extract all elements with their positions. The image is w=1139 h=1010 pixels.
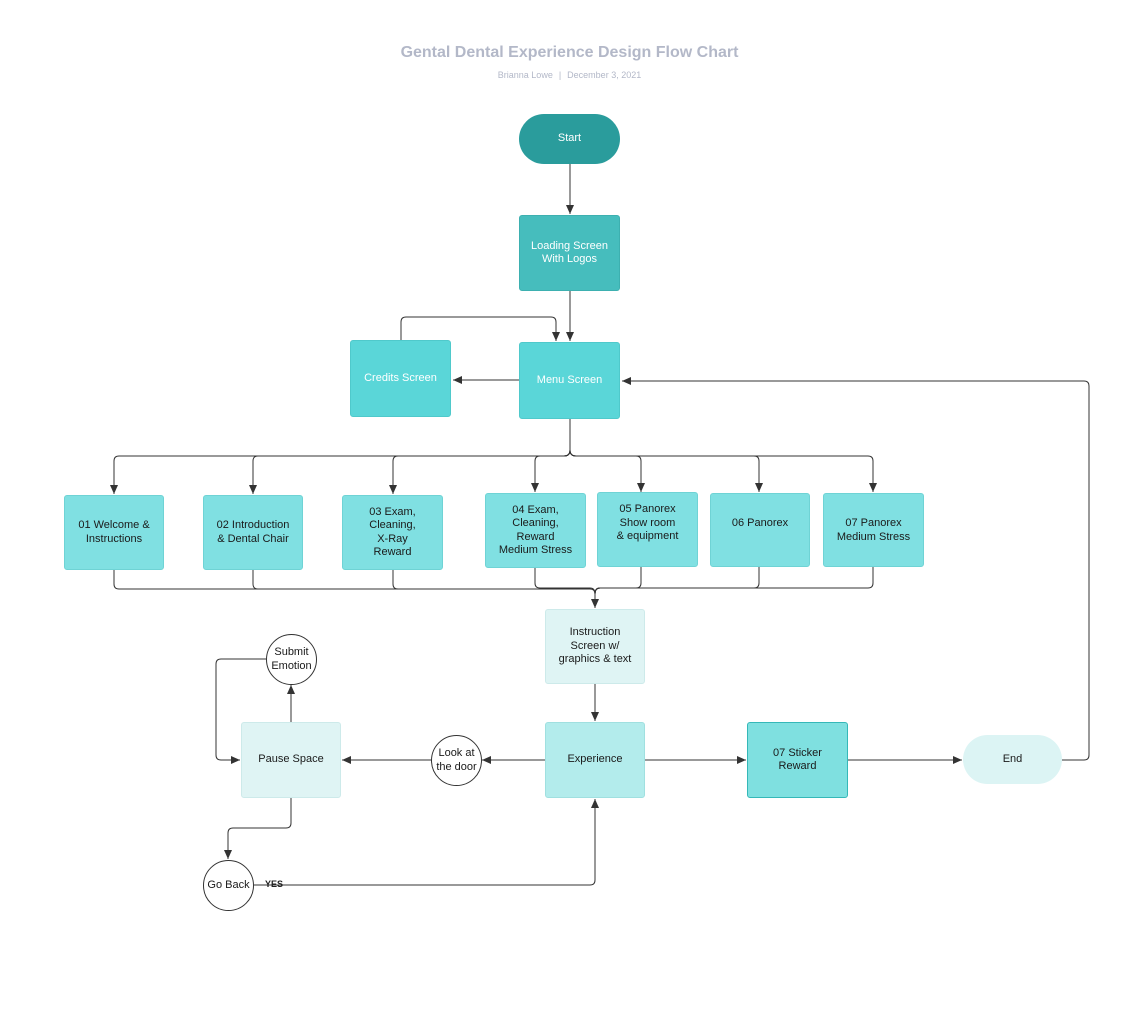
date: December 3, 2021 [567, 70, 642, 80]
page-title: Gental Dental Experience Design Flow Cha… [400, 44, 739, 61]
edge-credits-menu [400, 316, 560, 341]
node-menu-screen[interactable]: Menu Screen [519, 342, 620, 419]
edge-menu-07 [569, 449, 877, 492]
node-submit-emotion[interactable]: Submit Emotion [266, 634, 317, 685]
author: Brianna Lowe [497, 70, 553, 80]
node-credits-screen[interactable]: Credits Screen [350, 340, 451, 417]
page-subtitle: Brianna Lowe | December 3, 2021 [0, 70, 1139, 80]
node-scenario-05[interactable]: 05 Panorex Show room & equipment [597, 492, 698, 567]
node-scenario-07[interactable]: 07 Panorex Medium Stress [823, 493, 924, 567]
node-go-back[interactable]: Go Back [203, 860, 254, 911]
edge-submit-pause [215, 658, 266, 764]
node-start[interactable]: Start [519, 114, 620, 164]
node-pause-space[interactable]: Pause Space [241, 722, 341, 798]
node-end[interactable]: End [963, 735, 1062, 784]
subtitle-separator: | [558, 70, 562, 80]
node-look-at-door[interactable]: Look at the door [431, 735, 482, 786]
node-scenario-01[interactable]: 01 Welcome & Instructions [64, 495, 164, 570]
node-experience[interactable]: Experience [545, 722, 645, 798]
edge-menu-03 [389, 449, 571, 494]
edge-menu-02 [249, 449, 571, 494]
edge-label-yes: YES [265, 879, 284, 889]
edge-goback-experience [254, 799, 599, 886]
node-scenario-04[interactable]: 04 Exam, Cleaning, Reward Medium Stress [485, 493, 586, 568]
node-instruction-screen[interactable]: Instruction Screen w/ graphics & text [545, 609, 645, 684]
edge-end-menu [622, 377, 1090, 761]
edge-menu-04 [531, 449, 571, 492]
edge-pause-goback [224, 798, 292, 859]
node-scenario-02[interactable]: 02 Introduction & Dental Chair [203, 495, 303, 570]
node-sticker-reward[interactable]: 07 Sticker Reward [747, 722, 848, 798]
node-scenario-06[interactable]: 06 Panorex [710, 493, 810, 567]
node-scenario-03[interactable]: 03 Exam, Cleaning, X-Ray Reward [342, 495, 443, 570]
node-loading-screen[interactable]: Loading Screen With Logos [519, 215, 620, 291]
